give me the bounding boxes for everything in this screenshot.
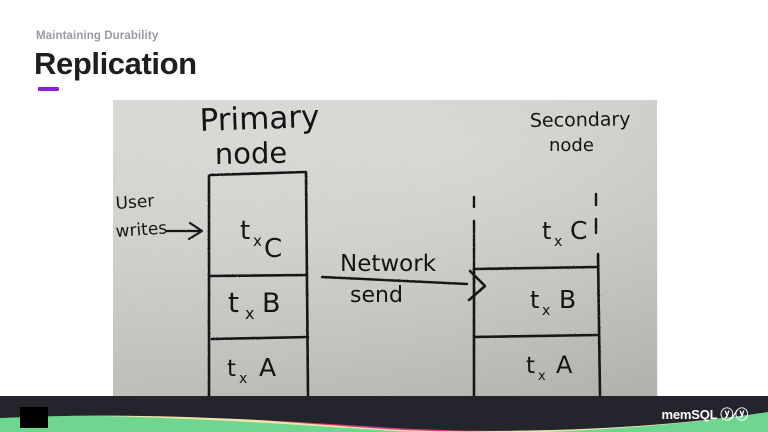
secondary-label-line1: Secondary: [530, 108, 631, 132]
secondary-entry-txa: t: [526, 353, 535, 379]
page-title: Replication: [34, 46, 197, 81]
primary-entry-txc: t: [240, 216, 250, 246]
network-send-line1: Network: [340, 251, 437, 277]
svg-text:x: x: [538, 369, 546, 384]
network-send-line2: send: [350, 283, 403, 308]
whiteboard-photo: Primary node Secondary node User writes …: [112, 99, 658, 399]
secondary-entry-txb: t: [530, 286, 539, 314]
whiteboard-drawing: Primary node Secondary node User writes …: [112, 99, 658, 399]
svg-text:C: C: [264, 234, 282, 264]
svg-text:C: C: [570, 216, 587, 245]
footer-wave-graphic: [0, 396, 768, 432]
svg-text:x: x: [542, 303, 550, 319]
user-writes-line1: User: [115, 191, 155, 214]
memsql-logo: memSQL ⓨ⁄ⓨ: [661, 407, 749, 422]
memsql-logo-icon: ⓨ⁄ⓨ: [720, 407, 748, 422]
primary-label-line1: Primary: [199, 99, 320, 139]
svg-text:A: A: [259, 353, 276, 382]
svg-text:x: x: [245, 304, 254, 323]
footer-black-square: [20, 407, 48, 428]
secondary-label-line2: node: [549, 135, 594, 156]
primary-label-line2: node: [215, 136, 288, 171]
slide-kicker: Maintaining Durability: [36, 30, 159, 42]
secondary-entry-txc: t: [542, 217, 551, 245]
user-writes-line2: writes: [115, 218, 168, 242]
memsql-wordmark: memSQL: [661, 407, 718, 422]
svg-text:x: x: [253, 232, 262, 250]
svg-text:A: A: [556, 351, 573, 379]
svg-text:B: B: [262, 288, 281, 319]
svg-text:B: B: [559, 285, 576, 314]
svg-text:x: x: [239, 371, 247, 387]
primary-entry-txa: t: [227, 356, 236, 382]
footer-brand-band: memSQL ⓨ⁄ⓨ: [0, 396, 768, 432]
svg-text:x: x: [554, 234, 562, 250]
title-accent-bar: [38, 87, 59, 91]
primary-entry-txb: t: [228, 286, 239, 319]
